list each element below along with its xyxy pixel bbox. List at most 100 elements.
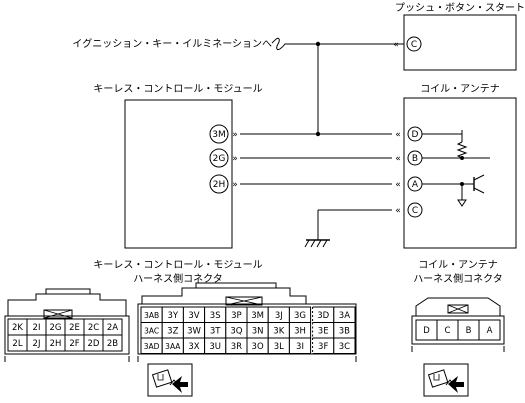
- connector-2-key-box: [43, 309, 73, 319]
- pin-2h: 2H: [213, 180, 226, 190]
- connector-pin-label: 2D: [88, 339, 100, 349]
- connector-pin-label: 2H: [50, 339, 62, 349]
- connector-cell: [312, 338, 334, 354]
- pin-push-c: C: [411, 40, 417, 50]
- connector-pin-label: 3J: [275, 311, 283, 321]
- pin-coil-d: D: [412, 130, 419, 140]
- connector-pin-label: 3N: [252, 326, 264, 336]
- connector-pin-label: 3I: [296, 342, 304, 352]
- chevron-icon: »: [232, 130, 238, 140]
- pin-circle-push-c: [406, 36, 422, 52]
- connector-pin-label: 3F: [318, 342, 328, 352]
- chevron-icon: «: [393, 40, 399, 50]
- connector-pin-label: 3O: [252, 342, 264, 352]
- connector-pin-label: 2C: [88, 323, 99, 333]
- connector-pin-label: 3C: [339, 342, 350, 352]
- connector-pin-label: 3X: [188, 342, 199, 352]
- pin-circle-coil-c: [407, 202, 423, 218]
- connector-pin-label: B: [466, 326, 472, 336]
- connector-pin-label: 3R: [231, 342, 242, 352]
- connector-cell: [312, 307, 334, 323]
- connector-3-cells: 3AB 3Y 3V 3S 3P 3M 3J 3G 3D 3A 3AC 3Z 3W 3T 3Q 3N 3K 3H 3E…: [140, 306, 356, 354]
- pin-circle-2h: [209, 174, 229, 194]
- coil-internal-d: [422, 130, 463, 138]
- connector-pin-label: 3T: [210, 326, 221, 336]
- ground-icon: [304, 239, 330, 248]
- connector-pin-label: 3Y: [167, 311, 178, 321]
- connector-pin-label: 3P: [231, 311, 242, 321]
- pin-coil-a: A: [412, 180, 419, 190]
- connector-pin-label: 2G: [50, 323, 62, 333]
- connector-pin-label: 3Q: [230, 326, 242, 336]
- connector-cell: [288, 337, 312, 354]
- connector-pin-label: 3E: [318, 326, 329, 336]
- coil-connector-caption-line2: ハーネス側コネクタ: [413, 272, 503, 285]
- connector-pin-label: 2E: [69, 323, 80, 333]
- coil-connector-housing: [411, 297, 505, 352]
- keyless-control-module-box: [124, 99, 233, 249]
- chevron-icon: »: [232, 154, 238, 164]
- pin-2g: 2G: [213, 154, 226, 164]
- coil-connector-key-box: [447, 304, 469, 314]
- connector-pin-label: 3M: [251, 311, 264, 321]
- connector-3-key-cross-b: [225, 296, 263, 306]
- coil-connector-caption-line1: コイル・アンテナ: [418, 259, 498, 271]
- connector-pin-label: 2L: [12, 339, 22, 349]
- connector-2-housing: [4, 288, 130, 362]
- connector-pin-label: 2K: [12, 323, 23, 333]
- chevron-icon: «: [395, 130, 401, 140]
- connector-cell: [102, 334, 123, 352]
- connector-pin-label: 3D: [317, 311, 329, 321]
- coil-antenna-label: コイル・アンテナ: [420, 83, 500, 95]
- push-button-start-label: プッシュ・ボタン・スタート: [395, 2, 525, 14]
- ignition-illumination-label: イグニッション・キー・イルミネーションへ: [72, 37, 272, 50]
- connector-pin-label: 2A: [107, 323, 118, 333]
- ignition-line-break: [271, 37, 404, 51]
- keyless-connector-caption-line1: キーレス・コントロール・モジュール: [93, 260, 262, 271]
- connector-pin-label: 3K: [273, 326, 284, 336]
- connector-pin-label: 3AD: [144, 342, 160, 351]
- connector-pin-label: 2F: [69, 339, 79, 349]
- coil-junction-a: [460, 182, 464, 186]
- connector-pin-label: 2J: [33, 339, 41, 349]
- pin-coil-c: C: [412, 206, 418, 216]
- chevron-icon: »: [232, 180, 238, 190]
- chevron-icon: «: [395, 154, 401, 164]
- connector-cell: [333, 337, 356, 354]
- connector-pin-label: 3AC: [144, 326, 159, 335]
- connector-pin-label: D: [423, 326, 430, 336]
- keyless-control-module-label: キーレス・コントロール・モジュール: [93, 84, 262, 95]
- resistor-icon: [456, 138, 468, 159]
- pin-circle-3m: [209, 124, 229, 144]
- connector-pin-label: 3G: [294, 311, 306, 321]
- connector-pin-label: 3A: [339, 311, 350, 321]
- chevron-icon: «: [395, 180, 401, 190]
- coil-junction-b: [460, 156, 464, 160]
- connector-view-icon: [147, 363, 193, 397]
- connector-pin-label: 3AB: [144, 311, 159, 320]
- connector-pin-label: 3Z: [167, 326, 178, 336]
- connector-pin-label: 2I: [33, 323, 41, 333]
- keyless-connector-caption-line2: ハーネス側コネクタ: [133, 272, 223, 285]
- connector-pin-label: 3U: [209, 342, 221, 352]
- connector-pin-label: 3B: [339, 326, 350, 336]
- pin-circle-2g: [209, 148, 229, 168]
- junction-dot-top: [315, 41, 321, 47]
- connector-pin-label: 3AA: [165, 342, 181, 351]
- connector-pin-label: 3V: [188, 311, 199, 321]
- connector-pin-label: 3S: [210, 311, 221, 321]
- connector-3-key-box: [225, 296, 263, 306]
- connector-pin-label: 3H: [294, 326, 306, 336]
- connector-pin-label: A: [487, 326, 493, 336]
- pin-coil-b: B: [412, 154, 418, 164]
- connector-cell: [312, 322, 334, 338]
- coil-antenna-box: [403, 97, 517, 249]
- connector-cell: [478, 319, 501, 341]
- connector-pin-label: 3L: [274, 342, 284, 352]
- transistor-icon: [422, 174, 485, 207]
- connector-pin-label: C: [445, 326, 451, 336]
- connector-pin-label: 3W: [187, 326, 201, 336]
